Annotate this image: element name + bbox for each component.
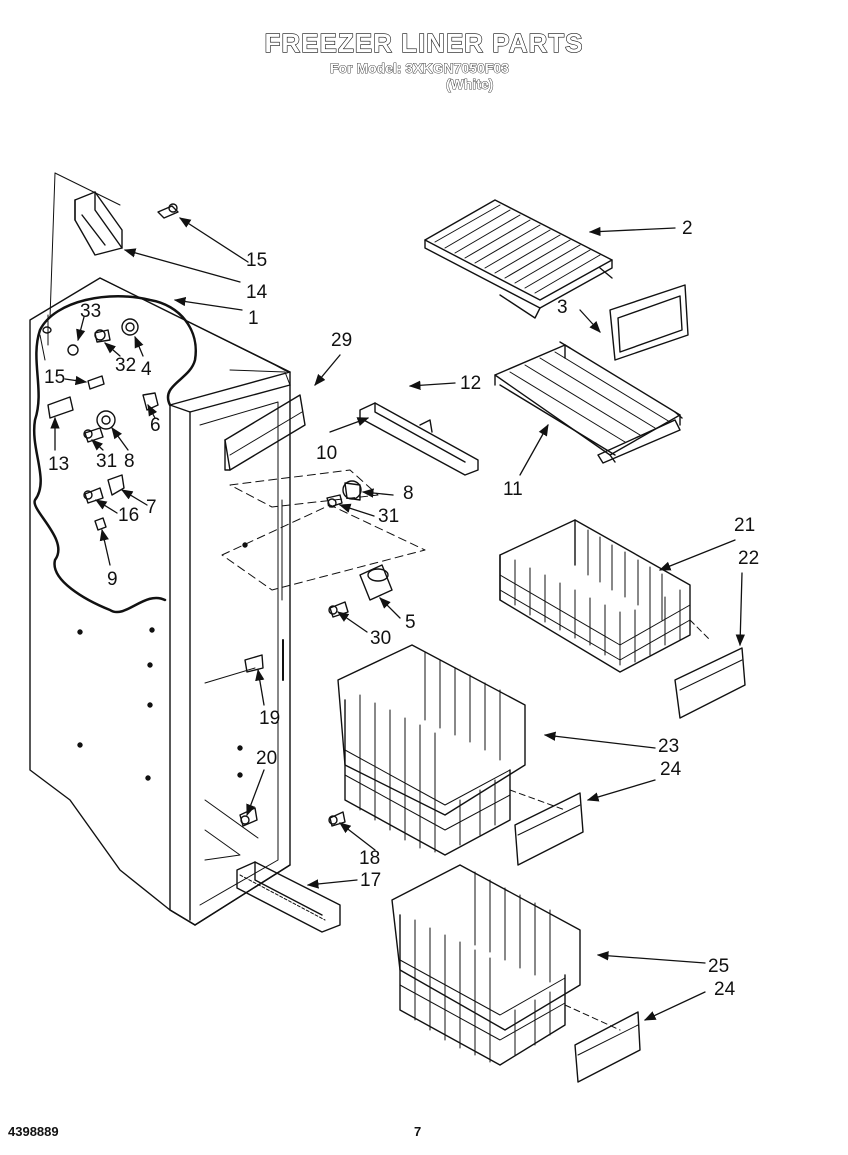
document-number: 4398889: [8, 1124, 59, 1139]
fixture-parts: [239, 480, 393, 827]
callout-15-top: 15: [246, 250, 267, 271]
callout-24-lower: 24: [714, 979, 736, 1000]
screw-part-15-top: [157, 203, 179, 219]
callout-32: 32: [115, 355, 136, 376]
basket-part-23: [337, 644, 526, 856]
basket-part-25: [391, 864, 581, 1066]
callout-16: 16: [118, 505, 139, 526]
shelf-part-2: [424, 199, 613, 319]
callout-3: 3: [557, 297, 568, 318]
callout-20: 20: [256, 748, 277, 769]
callout-15-left: 15: [44, 367, 65, 388]
screw-parts-misc: [47, 318, 159, 531]
callout-8-right: 8: [403, 483, 414, 504]
callout-19: 19: [259, 708, 280, 729]
callout-7: 7: [146, 497, 157, 518]
callout-22: 22: [738, 548, 759, 569]
callout-10: 10: [316, 443, 337, 464]
callout-2: 2: [682, 218, 693, 239]
callout-labels: 15 14 1 2 3 12 10 11 29 33 32 4 15 13 31…: [44, 218, 759, 1000]
callout-14: 14: [246, 282, 268, 303]
leader-arrows: [50, 217, 745, 1021]
callout-4: 4: [141, 359, 152, 380]
trim-part-24-lower: [574, 1011, 641, 1083]
callout-30: 30: [370, 628, 391, 649]
callout-31-right: 31: [378, 506, 399, 527]
freezer-liner: [29, 277, 291, 926]
bracket-part-14: [74, 191, 123, 256]
plate-part-29: [224, 394, 306, 471]
callout-17: 17: [360, 870, 381, 891]
wire-shelf-part-11: [494, 341, 683, 464]
callout-18: 18: [359, 848, 380, 869]
trim-part-24-upper: [514, 792, 584, 866]
rail-part-10: [359, 402, 479, 476]
callout-11: 11: [503, 479, 523, 500]
callout-33: 33: [80, 301, 101, 322]
page-number: 7: [414, 1124, 422, 1139]
callout-5: 5: [405, 612, 416, 633]
callout-21: 21: [734, 515, 755, 536]
callout-31-left: 31: [96, 451, 117, 472]
dashed-guides: [221, 469, 426, 591]
callout-6: 6: [150, 415, 161, 436]
page-title: FREEZER LINER PARTS: [264, 27, 584, 58]
callout-8-left: 8: [124, 451, 135, 472]
callout-1: 1: [248, 308, 259, 329]
callout-29: 29: [331, 330, 352, 351]
basket-part-21: [499, 519, 691, 673]
callout-9: 9: [107, 569, 118, 590]
cover-part-3: [609, 284, 689, 361]
model-line: For Model: 3XKGN7050F03: [330, 60, 510, 77]
callout-24-upper: 24: [660, 759, 682, 780]
callout-13: 13: [48, 454, 69, 475]
callout-12: 12: [460, 373, 481, 394]
callout-25: 25: [708, 956, 729, 977]
trim-part-17: [236, 861, 341, 933]
callout-23: 23: [658, 736, 679, 757]
trim-part-22: [674, 647, 746, 719]
color-line: (White): [446, 76, 494, 93]
